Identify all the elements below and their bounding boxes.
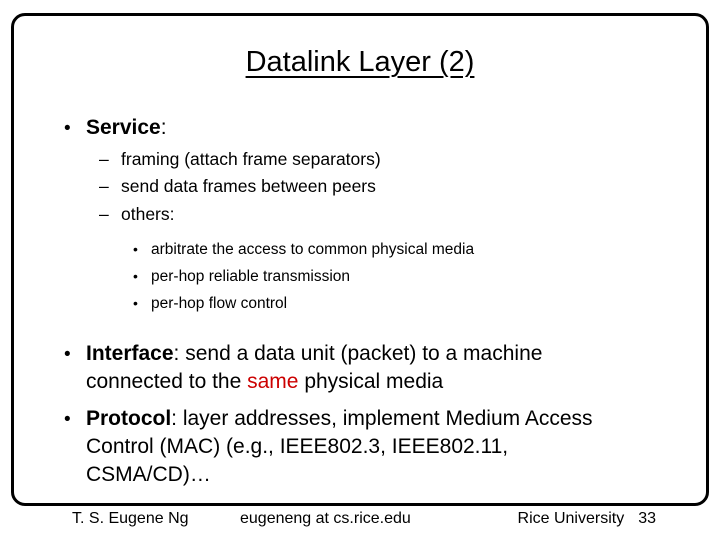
dash-icon: –	[99, 203, 109, 224]
footer-author: T. S. Eugene Ng	[72, 510, 189, 527]
list-item: • arbitrate the access to common physica…	[133, 236, 474, 263]
footer-affiliation: Rice University	[517, 510, 625, 527]
list-item: – send data frames between peers	[99, 173, 381, 200]
protocol-keyword: Protocol	[86, 407, 172, 430]
list-item-text: framing (attach frame separators)	[121, 149, 381, 169]
highlight-same: same	[247, 370, 299, 393]
interface-line2-before: connected to the	[86, 370, 248, 393]
list-item-text: others:	[121, 203, 175, 224]
page-title-text: Datalink Layer (2)	[245, 46, 475, 78]
footer-page-number: 33	[638, 510, 656, 527]
list-item: • per-hop reliable transmission	[133, 263, 474, 290]
interface-text: Interface: send a data unit (packet) to …	[86, 340, 542, 396]
bullet-icon: •	[133, 295, 138, 311]
list-item-text: per-hop flow control	[151, 295, 288, 312]
footer-email: eugeneng at cs.rice.edu	[240, 510, 411, 527]
list-item-text: arbitrate the access to common physical …	[151, 241, 475, 258]
protocol-line-2: Control (MAC) (e.g., IEEE802.3, IEEE802.…	[86, 435, 509, 458]
bullet-protocol: • Protocol: layer addresses, implement M…	[64, 405, 593, 489]
protocol-line-3: CSMA/CD)…	[86, 463, 211, 486]
protocol-line1-rest: : layer addresses, implement Medium Acce…	[171, 407, 593, 430]
bullet-icon: •	[64, 344, 71, 365]
page-title: Datalink Layer (2)	[0, 46, 720, 79]
list-item: • per-hop flow control	[133, 290, 474, 317]
list-item-text: send data frames between peers	[121, 176, 376, 197]
service-detail-list: • arbitrate the access to common physica…	[133, 236, 474, 317]
bullet-icon: •	[64, 118, 71, 139]
interface-line-2: connected to the same physical media	[86, 368, 542, 396]
dash-icon: –	[99, 149, 109, 169]
bullet-icon: •	[64, 409, 71, 430]
footer-right: Rice University 33	[518, 509, 656, 529]
list-item: – framing (attach frame separators)	[99, 146, 381, 173]
interface-line1-rest: : send a data unit (packet) to a machine	[173, 342, 543, 365]
service-sub-list: – framing (attach frame separators) – se…	[99, 146, 381, 228]
protocol-line-1: Protocol: layer addresses, implement Med…	[86, 405, 593, 433]
list-item: – others:	[99, 201, 381, 228]
bullet-icon: •	[133, 241, 138, 257]
service-keyword: Service	[86, 116, 161, 139]
slide-border	[11, 13, 709, 506]
service-label: Service:	[86, 114, 167, 142]
interface-keyword: Interface	[86, 342, 174, 365]
bullet-interface: • Interface: send a data unit (packet) t…	[64, 340, 542, 396]
service-colon: :	[160, 116, 167, 139]
protocol-text: Protocol: layer addresses, implement Med…	[86, 405, 593, 489]
interface-line2-after: physical media	[298, 370, 444, 393]
interface-line-1: Interface: send a data unit (packet) to …	[86, 340, 542, 368]
dash-icon: –	[99, 176, 109, 197]
bullet-service: • Service:	[64, 114, 167, 143]
bullet-icon: •	[133, 268, 138, 284]
list-item-text: per-hop reliable transmission	[151, 268, 351, 285]
